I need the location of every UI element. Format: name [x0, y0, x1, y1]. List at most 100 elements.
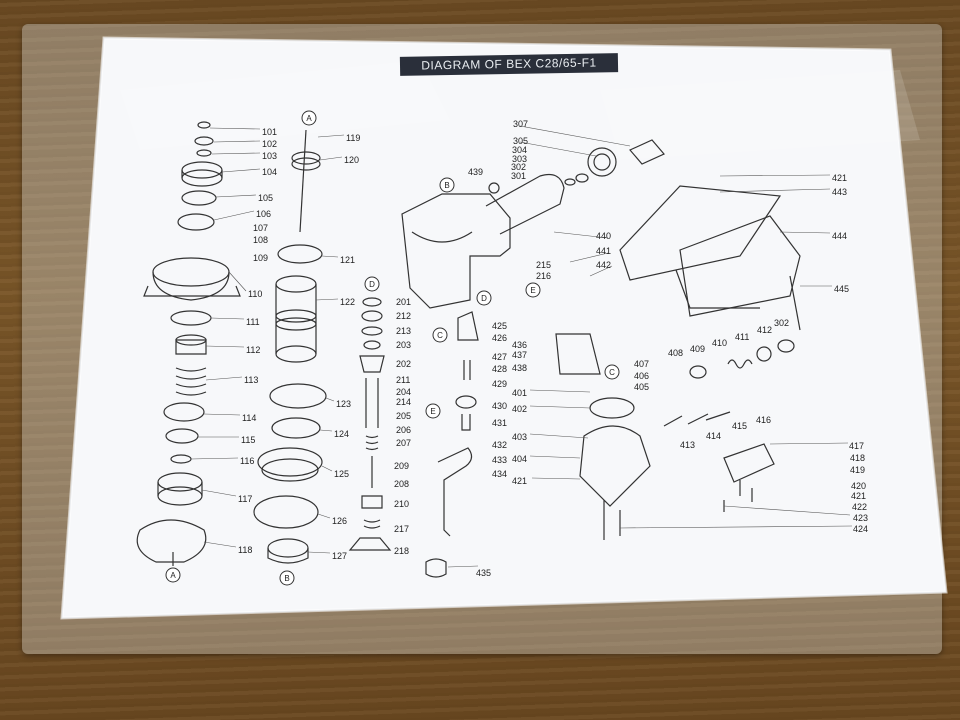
part-label: 207 — [396, 438, 411, 448]
part-label: 426 — [492, 333, 507, 343]
part-label: 431 — [492, 418, 507, 428]
part-label: 119 — [346, 133, 360, 143]
part-label: 216 — [536, 271, 551, 281]
part-label: 122 — [340, 297, 355, 307]
part-label: 117 — [238, 494, 252, 504]
leader-lines — [190, 125, 853, 568]
ref-marker-letter: D — [481, 294, 487, 303]
part-label: 418 — [850, 453, 865, 463]
ref-marker: C — [604, 364, 620, 380]
part-label: 210 — [394, 499, 409, 509]
part-label: 433 — [492, 455, 507, 465]
part-label: 445 — [834, 284, 849, 294]
part-label: 442 — [596, 260, 611, 270]
part-label: 120 — [344, 155, 359, 165]
part-label: 410 — [712, 338, 727, 348]
ref-marker: A — [301, 110, 317, 126]
part-label: 217 — [394, 524, 409, 534]
part-number-labels: 1011021031041051061071081091101111121131… — [238, 119, 868, 578]
ref-marker: B — [279, 570, 295, 586]
ref-marker-circle — [425, 403, 441, 419]
part-label: 118 — [238, 545, 252, 555]
part-label: 434 — [492, 469, 507, 479]
exploded-parts-drawing — [136, 121, 801, 578]
ref-marker-letter: E — [530, 286, 535, 295]
part-label: 114 — [242, 413, 256, 423]
part-label: 411 — [735, 332, 749, 342]
part-label: 213 — [396, 326, 411, 336]
part-label: 423 — [853, 513, 868, 523]
part-label: 125 — [334, 469, 349, 479]
part-label: 101 — [262, 127, 277, 137]
part-label: 416 — [756, 415, 771, 425]
part-label: 124 — [334, 429, 349, 439]
part-label: 202 — [396, 359, 411, 369]
part-label: 436 — [512, 340, 527, 350]
part-label: 204 — [396, 387, 411, 397]
part-label: 105 — [258, 193, 273, 203]
part-label: 106 — [256, 209, 271, 219]
part-label: 414 — [706, 431, 721, 441]
ref-marker: B — [439, 177, 455, 193]
part-label: 413 — [680, 440, 695, 450]
ref-marker: E — [425, 403, 441, 419]
ref-marker: C — [432, 327, 448, 343]
part-label: 113 — [244, 375, 258, 385]
ref-marker-letter: C — [437, 331, 443, 340]
part-label: 104 — [262, 167, 277, 177]
part-label: 126 — [332, 516, 347, 526]
part-label: 212 — [396, 311, 411, 321]
part-label: 425 — [492, 321, 507, 331]
part-label: 404 — [512, 454, 527, 464]
part-label: 203 — [396, 340, 411, 350]
part-label: 209 — [394, 461, 409, 471]
ref-marker-letter: A — [306, 114, 312, 123]
part-label: 127 — [332, 551, 347, 561]
part-label: 402 — [512, 404, 527, 414]
ref-marker-letter: C — [609, 368, 615, 377]
part-label: 412 — [757, 325, 772, 335]
part-label: 301 — [511, 171, 526, 181]
part-label: 211 — [396, 375, 410, 385]
ref-marker: D — [476, 290, 492, 306]
part-label: 405 — [634, 382, 649, 392]
part-label: 401 — [512, 388, 527, 398]
ref-marker-circle — [604, 364, 620, 380]
ref-marker-circle — [279, 570, 295, 586]
ref-marker: A — [165, 567, 181, 583]
part-label: 406 — [634, 371, 649, 381]
part-label: 206 — [396, 425, 411, 435]
part-label: 302 — [774, 318, 789, 328]
diagram-title: DIAGRAM OF BEX C28/65-F1 — [399, 53, 619, 76]
part-label: 121 — [340, 255, 355, 265]
part-label: 440 — [596, 231, 611, 241]
ref-marker-circle — [525, 282, 541, 298]
part-label: 438 — [512, 363, 527, 373]
part-label: 307 — [513, 119, 528, 129]
part-label: 443 — [832, 187, 847, 197]
ref-marker-circle — [165, 567, 181, 583]
part-label: 409 — [690, 344, 705, 354]
part-label: 112 — [246, 345, 260, 355]
part-label: 102 — [262, 139, 277, 149]
part-label: 421 — [851, 491, 866, 501]
part-label: 215 — [536, 260, 551, 270]
part-label: 201 — [396, 297, 411, 307]
part-label: 208 — [394, 479, 409, 489]
part-label: 107 — [253, 223, 268, 233]
part-label: 420 — [851, 481, 866, 491]
part-label: 421 — [512, 476, 527, 486]
part-label: 430 — [492, 401, 507, 411]
part-label: 415 — [732, 421, 747, 431]
part-label: 435 — [476, 568, 491, 578]
part-label: 403 — [512, 432, 527, 442]
part-label: 429 — [492, 379, 507, 389]
part-label: 218 — [394, 546, 409, 556]
part-label: 421 — [832, 173, 847, 183]
part-label: 123 — [336, 399, 351, 409]
part-label: 424 — [853, 524, 868, 534]
part-label: 444 — [832, 231, 847, 241]
part-label: 408 — [668, 348, 683, 358]
